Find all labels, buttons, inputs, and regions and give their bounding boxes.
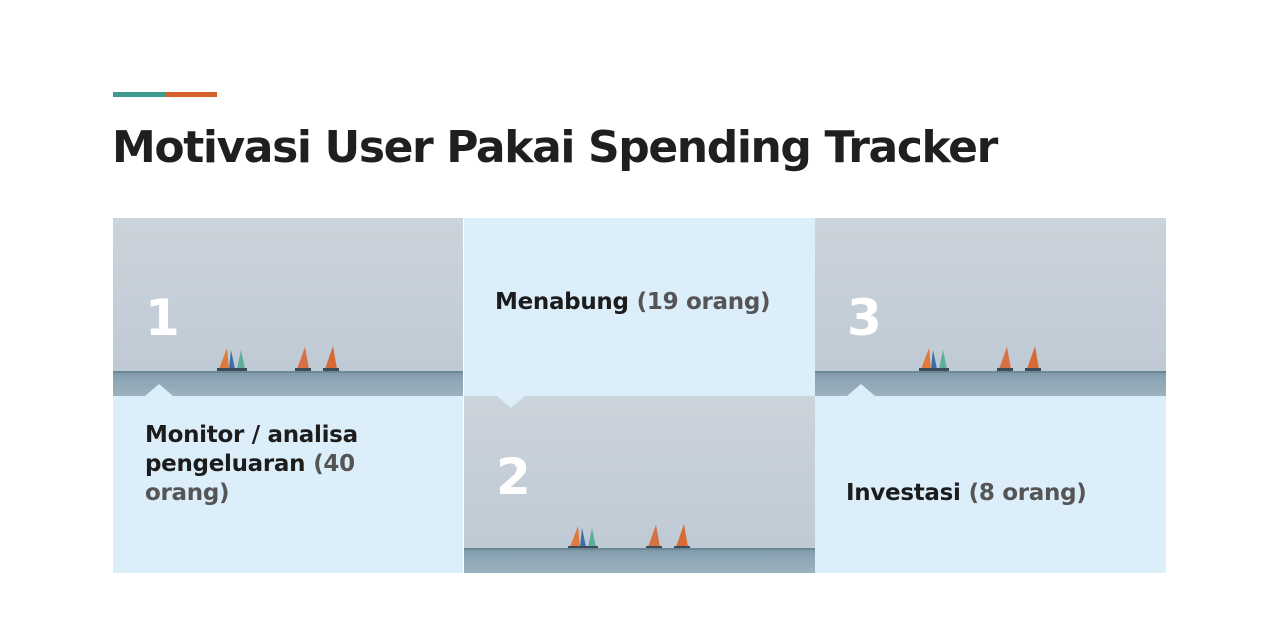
text-tile-3: Investasi (8 orang) (815, 384, 1166, 573)
sailboats-image (915, 344, 1045, 372)
item-count-3: (8 orang) (968, 480, 1087, 506)
pointer-notch (847, 384, 875, 396)
sailboats-image (213, 344, 343, 372)
item-label-3: Investasi (846, 480, 961, 506)
item-number-3: 3 (847, 289, 882, 347)
image-tile-1: 1 (113, 218, 463, 396)
item-number-1: 1 (145, 289, 180, 347)
item-text-2: Menabung (19 orang) (495, 288, 771, 317)
text-tile-2: Menabung (19 orang) (464, 218, 815, 396)
item-number-2: 2 (496, 448, 531, 506)
pointer-notch (497, 396, 525, 408)
image-tile-3: 3 (815, 218, 1166, 396)
item-text-3: Investasi (8 orang) (846, 479, 1087, 508)
sea-horizon (464, 548, 815, 573)
title-accent-bar (113, 92, 217, 97)
slide-title: Motivasi User Pakai Spending Tracker (112, 122, 998, 173)
item-count-2: (19 orang) (636, 289, 771, 315)
accent-teal-segment (113, 92, 165, 97)
text-tile-1: Monitor / analisa pengeluaran(40 orang) (113, 384, 463, 573)
item-count-1: (40 orang) (145, 451, 355, 506)
item-label-1: Monitor / analisa pengeluaran (145, 422, 358, 477)
accent-orange-segment (165, 92, 217, 97)
pointer-notch (145, 384, 173, 396)
motivation-grid: 1 Monitor / analisa pengeluaran(40 orang… (113, 218, 1166, 573)
sailboats-image (564, 522, 694, 550)
item-text-1: Monitor / analisa pengeluaran(40 orang) (145, 421, 415, 508)
image-tile-2: 2 (464, 396, 815, 573)
item-label-2: Menabung (495, 289, 629, 315)
